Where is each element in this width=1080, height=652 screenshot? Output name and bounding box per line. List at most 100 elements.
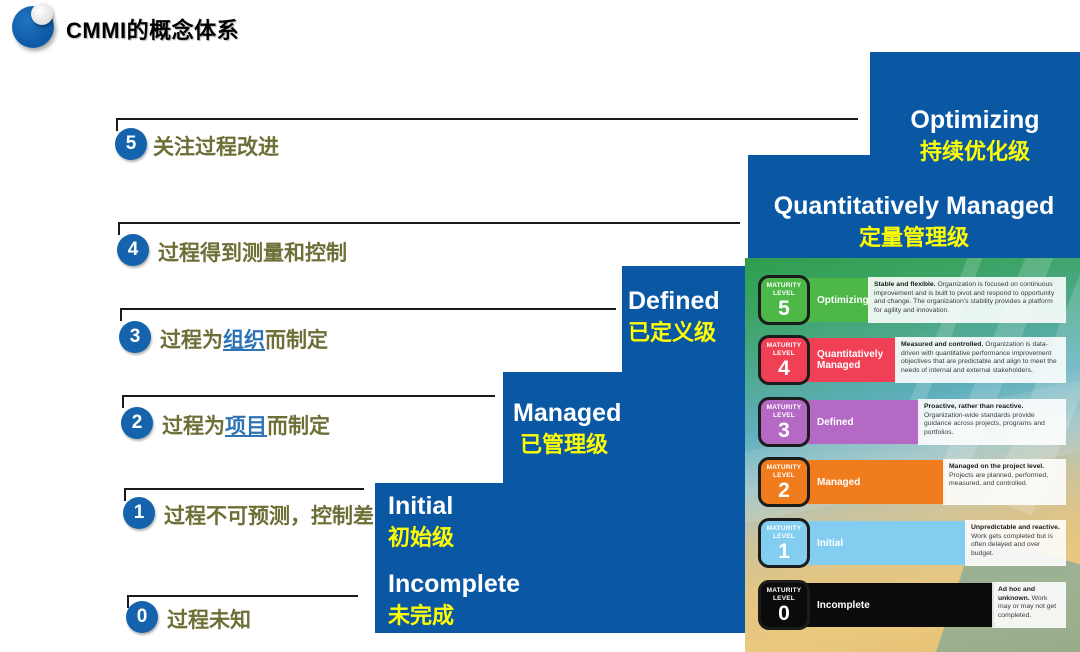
maturity-name: Managed: [817, 476, 861, 488]
maturity-name: Defined: [817, 416, 854, 428]
description-body: Work may or may not get completed.: [998, 594, 1057, 619]
level0-connector-tick: [127, 595, 129, 608]
badge-number: 3: [778, 419, 790, 442]
maturity-name: Initial: [817, 537, 844, 549]
maturity-description: Stable and flexible. Organization is foc…: [868, 277, 1066, 323]
badge-number: 0: [778, 602, 790, 625]
level4-number-badge: 4: [117, 234, 149, 266]
level-number: 2: [131, 412, 143, 433]
level5-label: 关注过程改进: [153, 131, 279, 161]
maturity-bar: Optimizing: [803, 278, 870, 322]
badge-number: 5: [778, 297, 790, 320]
badge-number: 4: [778, 357, 790, 380]
level5-connector-line: [116, 118, 858, 120]
step-label-incomplete: Incomplete 未完成: [388, 568, 520, 632]
step-label-optimizing: Optimizing 持续优化级: [870, 104, 1080, 168]
badge-word: MATURITY: [766, 282, 802, 289]
maturity-bar: Quantitatively Managed: [803, 338, 897, 382]
level3-number-badge: 3: [119, 321, 151, 353]
step-label-zh: 未完成: [388, 603, 455, 628]
step-label-quantitatively-managed: Quantitatively Managed 定量管理级: [748, 190, 1080, 254]
badge-word: MATURITY: [766, 464, 802, 471]
level0-connector-line: [127, 595, 358, 597]
label-text: 过程为: [162, 415, 225, 438]
step-label-managed: Managed 已管理级: [513, 397, 621, 461]
badge-word: MATURITY: [766, 342, 802, 349]
maturity-description: Measured and controlled. Organization is…: [895, 337, 1066, 383]
level3-connector-line: [120, 308, 616, 310]
step-label-zh: 已定义级: [628, 320, 717, 345]
level3-connector-tick: [120, 308, 122, 321]
label-text: 过程未知: [167, 609, 251, 632]
level-number: 1: [133, 502, 145, 523]
description-body: Organization is data-driven with quantit…: [901, 341, 1057, 374]
step-label-zh: 定量管理级: [858, 225, 969, 250]
maturity-bar: Initial: [803, 521, 967, 565]
maturity-description: Unpredictable and reactive. Work gets co…: [965, 520, 1066, 566]
label-text: 而制定: [265, 329, 328, 352]
level-number: 4: [127, 239, 139, 260]
maturity-name: Quantitatively Managed: [817, 349, 884, 371]
description-lead: Ad hoc and unknown.: [998, 586, 1036, 602]
level1-number-badge: 1: [123, 497, 155, 529]
level2-number-badge: 2: [121, 407, 153, 439]
step-label-initial: Initial 初始级: [388, 490, 454, 554]
step-label-zh: 持续优化级: [919, 139, 1030, 164]
label-text: 关注过程改进: [153, 136, 279, 159]
badge-word: LEVEL: [773, 594, 795, 602]
step-label-zh: 初始级: [388, 525, 455, 550]
badge-word: LEVEL: [773, 349, 795, 357]
description-body: Work gets completed but is often delayed…: [971, 532, 1053, 557]
maturity-bar: Defined: [803, 400, 920, 444]
description-lead: Proactive, rather than reactive.: [924, 403, 1024, 410]
level1-connector-line: [124, 488, 364, 490]
level-number: 3: [129, 326, 141, 347]
label-text: 过程得到测量和控制: [158, 242, 347, 265]
maturity-description: Proactive, rather than reactive. Organiz…: [918, 399, 1066, 445]
badge-word: LEVEL: [773, 471, 795, 479]
level-number: 5: [125, 133, 137, 154]
badge-word: LEVEL: [773, 289, 795, 297]
slide-logo-highlight-icon: [31, 3, 53, 25]
level2-connector-line: [122, 395, 495, 397]
cmmi-maturity-infographic: Optimizing Stable and flexible. Organiza…: [745, 258, 1080, 652]
level3-label: 过程为组织而制定: [160, 324, 328, 354]
description-body: Projects are planned, performed, measure…: [949, 471, 1048, 488]
maturity-bar: Managed: [803, 460, 945, 504]
label-text: 过程不可预测，控制差: [164, 505, 374, 528]
maturity-name: Incomplete: [817, 599, 870, 611]
badge-word: LEVEL: [773, 532, 795, 540]
step-label-en: Incomplete: [388, 570, 520, 598]
badge-word: MATURITY: [766, 525, 802, 532]
badge-word: MATURITY: [766, 587, 802, 594]
description-lead: Managed on the project level.: [949, 463, 1045, 470]
page-title: CMMI的概念体系: [66, 18, 240, 43]
description-lead: Measured and controlled.: [901, 341, 984, 348]
badge-number: 2: [778, 479, 790, 502]
maturity-description: Ad hoc and unknown. Work may or may not …: [992, 582, 1066, 628]
level4-label: 过程得到测量和控制: [158, 237, 347, 267]
step-label-en: Quantitatively Managed: [773, 192, 1055, 220]
step-label-en: Initial: [388, 492, 454, 520]
maturity-name: Optimizing: [817, 294, 869, 306]
label-highlight: 组织: [223, 329, 265, 352]
label-text: 而制定: [267, 415, 330, 438]
level2-label: 过程为项目而制定: [162, 410, 330, 440]
level-number: 0: [136, 606, 148, 627]
badge-number: 1: [778, 540, 790, 563]
description-lead: Unpredictable and reactive.: [971, 524, 1060, 531]
step-label-en: Defined: [628, 287, 720, 315]
step-label-zh: 已管理级: [520, 432, 609, 457]
badge-word: LEVEL: [773, 411, 795, 419]
level5-connector-tick: [116, 118, 118, 131]
step-label-en: Optimizing: [910, 106, 1040, 134]
level4-connector-line: [118, 222, 740, 224]
level0-number-badge: 0: [126, 601, 158, 633]
step-label-en: Managed: [513, 399, 622, 427]
